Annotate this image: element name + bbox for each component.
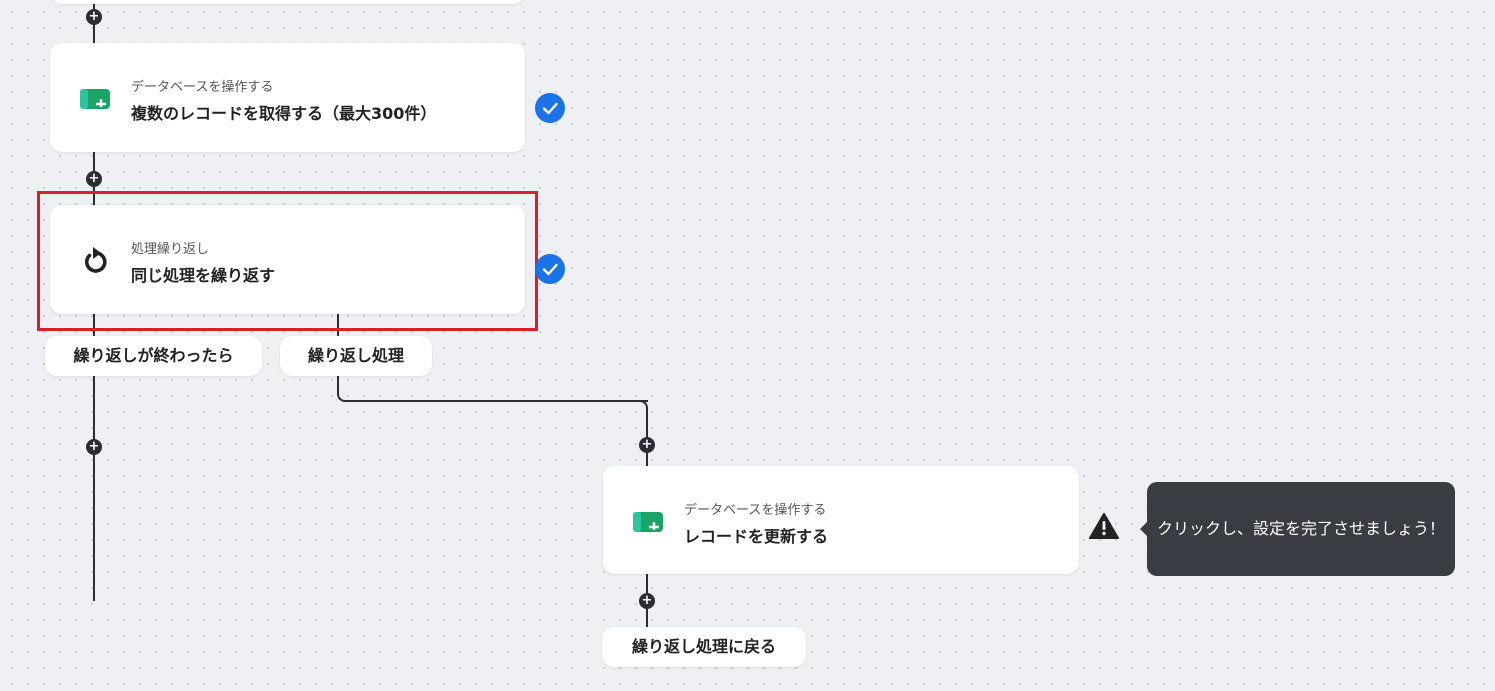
database-icon [633,512,663,532]
connector-line [337,376,648,402]
add-step-button[interactable]: + [86,9,102,25]
tooltip-text: クリックし、設定を完了させましょう！ [1156,519,1445,538]
previous-step-card[interactable] [50,0,525,4]
branch-loop-body-label[interactable]: 繰り返し処理 [280,336,432,376]
add-step-button[interactable]: + [639,437,655,453]
check-icon [535,254,565,284]
step-card-update-record[interactable]: データベースを操作する レコードを更新する [603,466,1079,574]
warning-icon [1089,513,1119,539]
add-step-button[interactable]: + [86,171,102,187]
connector-line [337,314,339,336]
return-to-loop-label[interactable]: 繰り返し処理に戻る [602,627,806,667]
step-card-get-records[interactable]: データベースを操作する 複数のレコードを取得する（最大300件） [50,43,525,152]
step-subtitle: データベースを操作する [684,503,827,518]
step-subtitle: 処理繰り返し [131,242,210,257]
step-title: 同じ処理を繰り返す [131,266,276,285]
check-icon [535,93,565,123]
connector-line [93,314,95,336]
tooltip-arrow [1140,522,1147,536]
connector-line [637,400,648,469]
step-title: 複数のレコードを取得する（最大300件） [131,104,437,123]
setup-tooltip: クリックし、設定を完了させましょう！ [1140,482,1455,576]
branch-after-loop-label[interactable]: 繰り返しが終わったら [45,336,262,376]
loop-icon [84,247,107,273]
database-icon [80,89,110,109]
step-title: レコードを更新する [684,527,829,546]
step-subtitle: データベースを操作する [131,80,274,95]
connector-line [93,376,95,601]
step-card-loop[interactable]: 処理繰り返し 同じ処理を繰り返す [50,205,525,314]
add-step-button[interactable]: + [639,593,655,609]
add-step-button[interactable]: + [86,439,102,455]
